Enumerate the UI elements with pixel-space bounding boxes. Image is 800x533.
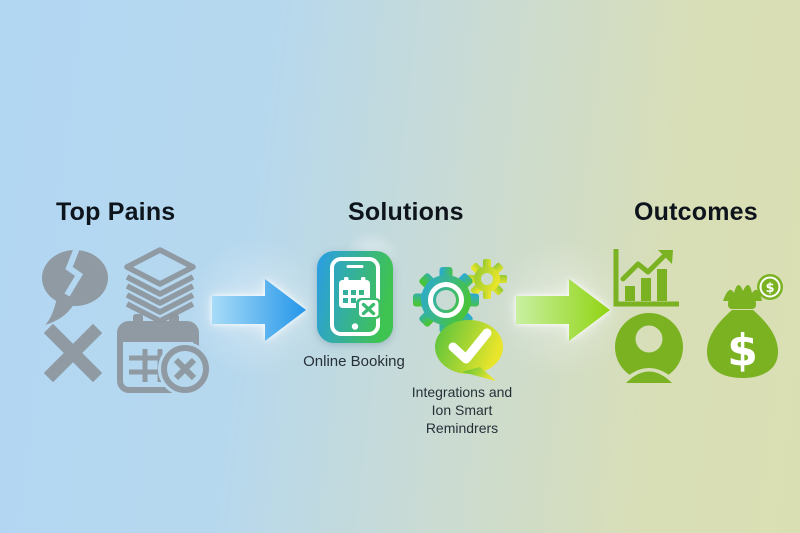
x-mark-icon bbox=[44, 324, 102, 382]
outcomes-heading: Outcomes bbox=[634, 198, 758, 226]
dollar-sign: $ bbox=[727, 325, 758, 376]
paper-stack-icon bbox=[122, 246, 198, 322]
integrations-label: Integrations and Ion Smart Remindrers bbox=[411, 384, 513, 436]
mobile-booking-app-icon bbox=[317, 251, 393, 343]
money-bag-icon: $ $ bbox=[700, 272, 786, 380]
cancelled-calendar-icon bbox=[116, 312, 212, 396]
arrow-pains-to-solutions-icon bbox=[212, 277, 308, 343]
growth-chart-icon bbox=[609, 248, 681, 312]
gears-and-reminder-chat-icon bbox=[408, 252, 508, 382]
arrow-solutions-to-outcomes-icon bbox=[516, 277, 612, 343]
person-icon bbox=[612, 311, 686, 383]
broken-speech-bubble-icon bbox=[38, 248, 112, 330]
solutions-heading: Solutions bbox=[348, 198, 464, 226]
online-booking-label: Online Booking bbox=[303, 353, 405, 370]
coin-dollar-sign: $ bbox=[765, 281, 774, 296]
pains-heading: Top Pains bbox=[56, 198, 176, 226]
